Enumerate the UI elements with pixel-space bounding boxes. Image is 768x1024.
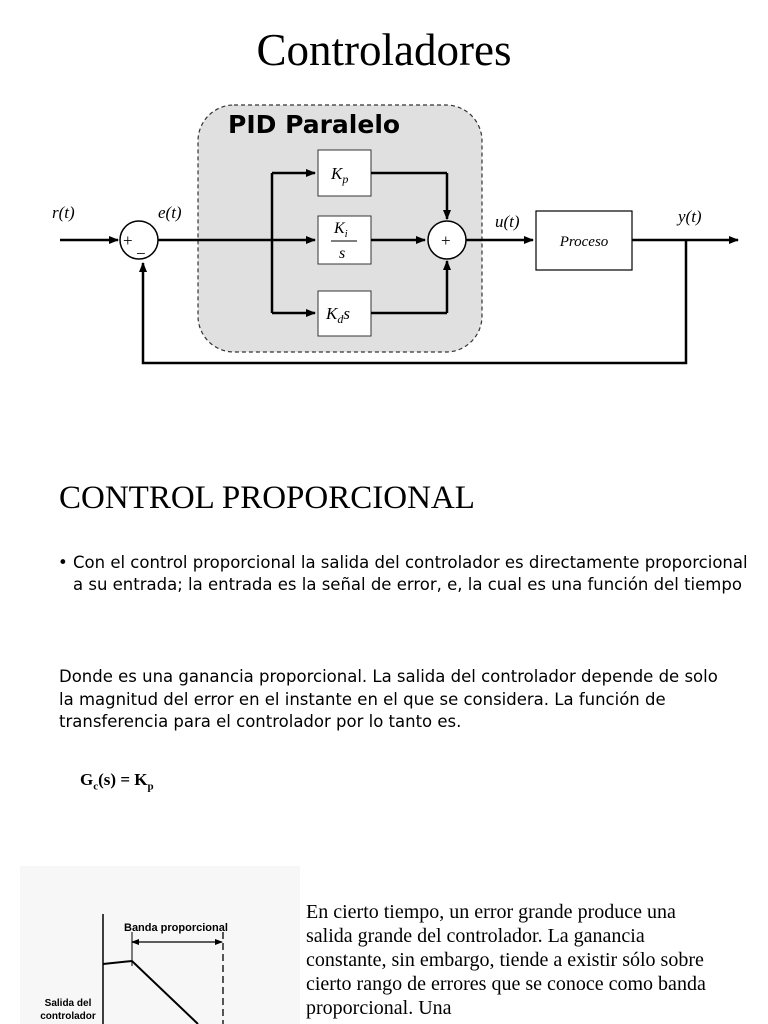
sum1-plus: +: [123, 231, 133, 250]
bullet-dot: •: [58, 553, 68, 572]
pid-block-label: PID Paralelo: [228, 110, 400, 139]
signal-u: u(t): [495, 212, 520, 231]
process-block: [535, 210, 633, 271]
body-paragraph: Donde es una ganancia proporcional. La s…: [59, 667, 718, 731]
signal-e: e(t): [158, 203, 182, 222]
kp-label: Kp: [330, 164, 348, 186]
sum2-plus: +: [441, 231, 451, 250]
feedback-path: [139, 240, 688, 365]
band-label: Banda proporcional: [124, 922, 228, 934]
page-title: Controladores: [256, 25, 512, 75]
y-axis-label-1: Salida del: [45, 998, 92, 1009]
section-heading: CONTROL PROPORCIONAL: [59, 480, 475, 516]
signal-r: r(t): [52, 203, 75, 222]
process-label: Proceso: [559, 234, 609, 250]
signal-y: y(t): [676, 207, 702, 226]
ki-denominator: s: [339, 245, 345, 262]
pid-block-diagram: PID Paralelo r(t) + − e(t) Kp Ki s Kds +…: [52, 104, 739, 365]
kp-block: [317, 149, 372, 197]
sum1-minus: −: [136, 244, 146, 263]
y-axis-label-2: controlador: [40, 1011, 96, 1022]
bullet-text: Con el control proporcional la salida de…: [73, 553, 748, 594]
right-paragraph: En cierto tiempo, un error grande produc…: [306, 901, 706, 1019]
ki-label: Ki: [333, 220, 348, 240]
proportional-band-figure: Banda proporcional Salida del controlado…: [20, 866, 300, 1024]
transfer-function-formula: Gc(s) = Kp: [80, 770, 154, 793]
kd-label: Kds: [325, 304, 350, 326]
bullet-item: • Con el control proporcional la salida …: [58, 552, 748, 596]
